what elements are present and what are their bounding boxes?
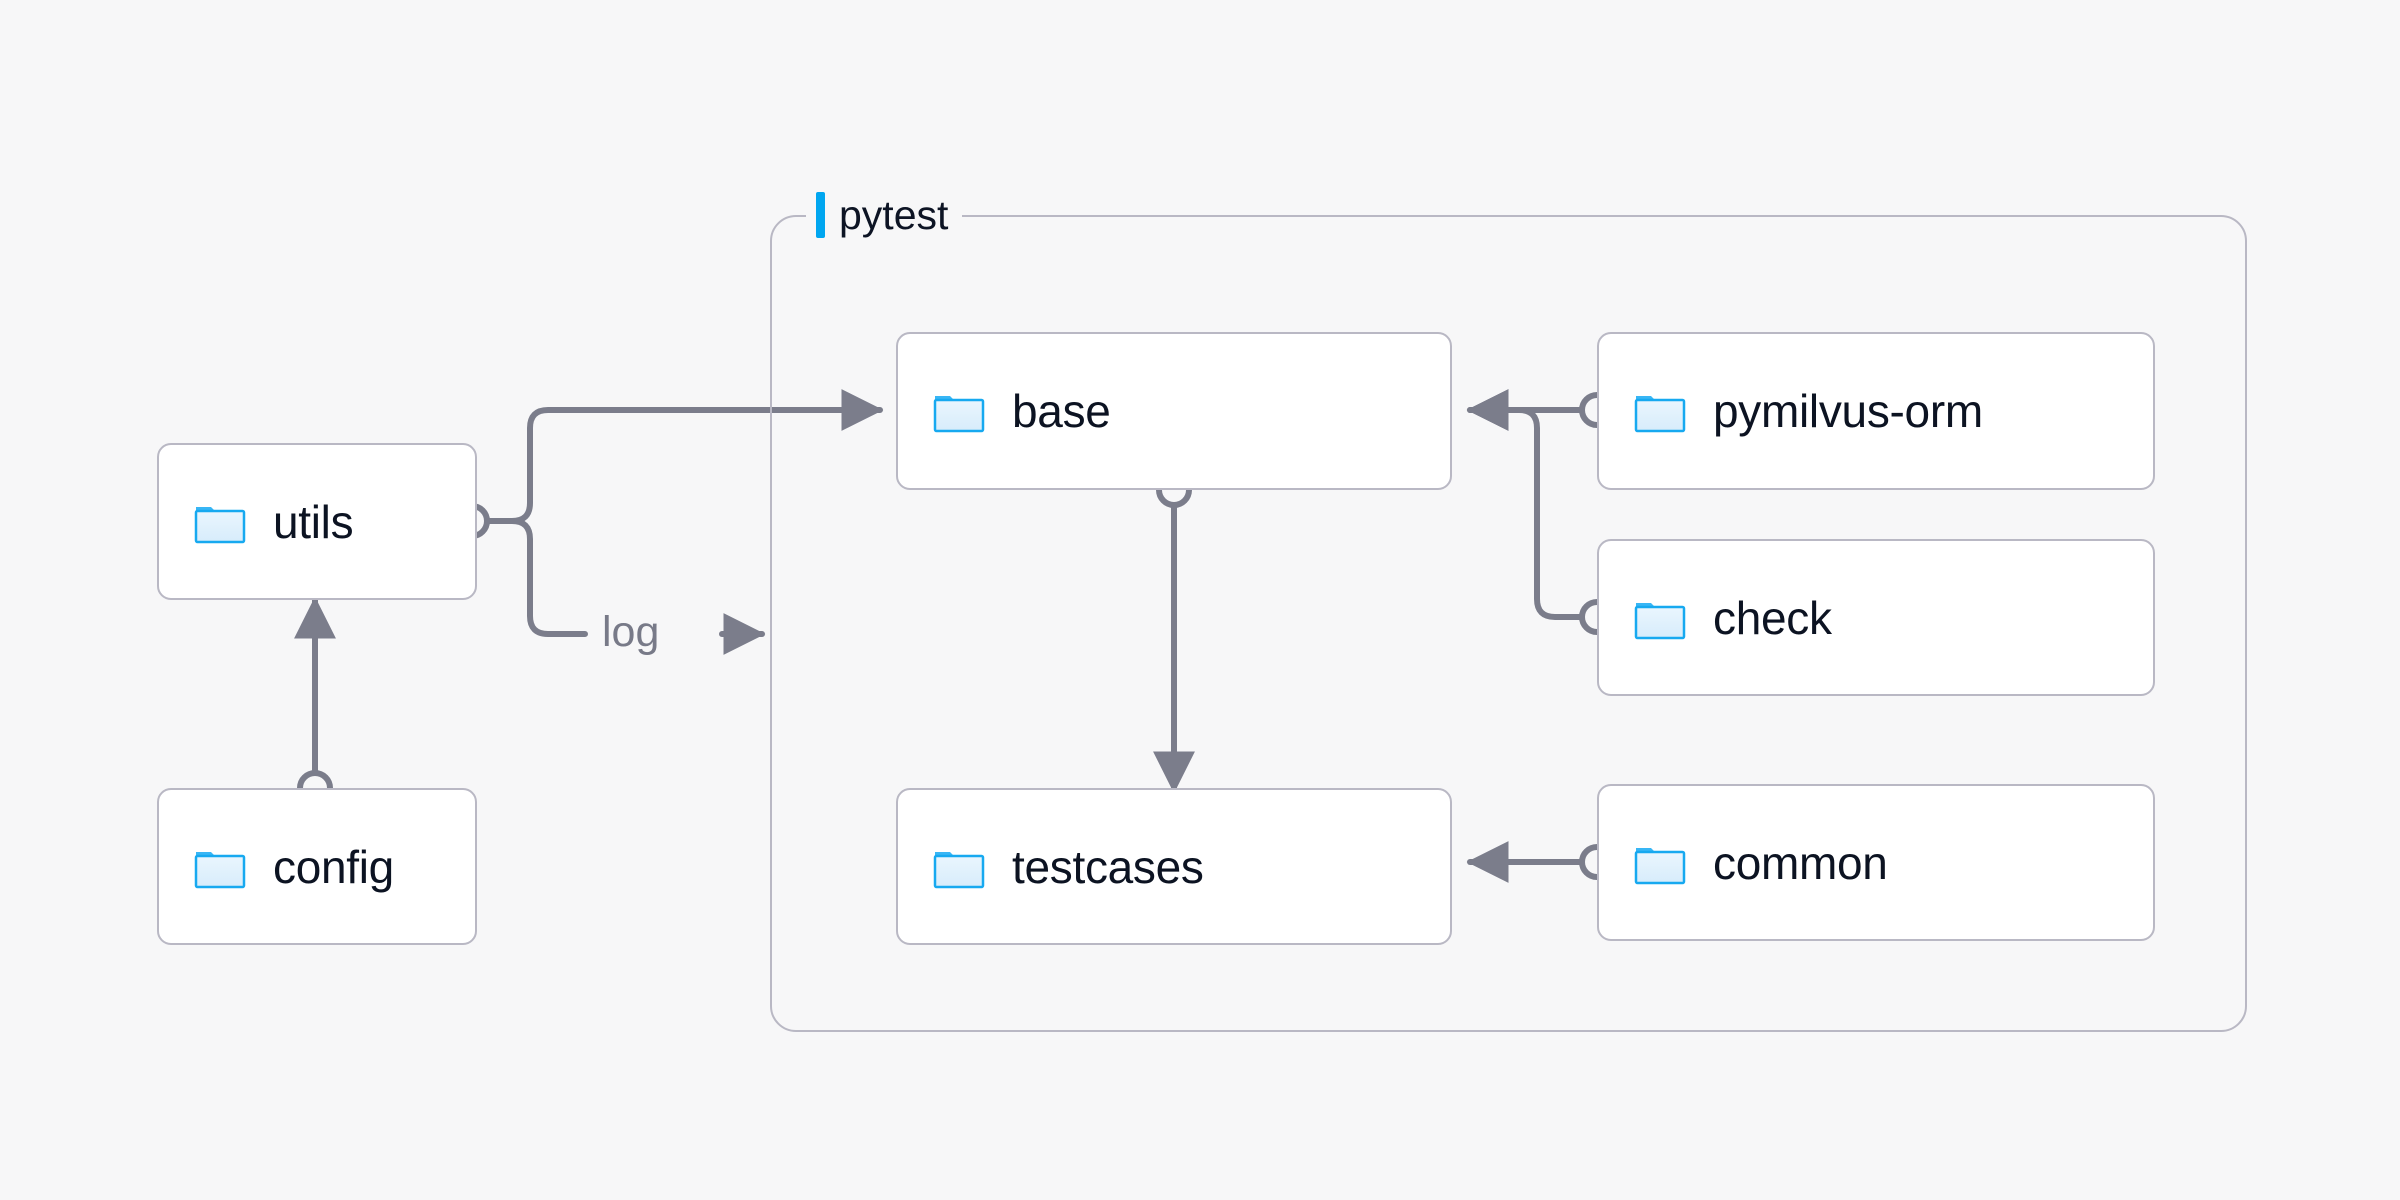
node-config-label: config (273, 840, 394, 893)
node-pymilvus-orm[interactable]: pymilvus-orm (1597, 332, 2155, 490)
node-config[interactable]: config (157, 788, 477, 945)
folder-icon (933, 851, 985, 888)
node-check[interactable]: check (1597, 539, 2155, 696)
node-common-label: common (1713, 836, 1888, 889)
group-pytest-label: pytest (806, 186, 963, 244)
folder-icon (1634, 847, 1686, 884)
group-accent-bar (816, 192, 825, 238)
node-check-label: check (1713, 591, 1832, 644)
folder-icon (194, 851, 246, 888)
node-base-label: base (1012, 385, 1111, 437)
group-pytest[interactable] (770, 215, 2247, 1032)
node-testcases-label: testcases (1012, 840, 1204, 893)
folder-icon (1634, 396, 1686, 433)
node-utils-label: utils (273, 495, 354, 548)
group-label-text: pytest (839, 191, 949, 238)
edge-utils-to-log (509, 518, 588, 637)
folder-icon (933, 396, 985, 433)
edge-label-log: log (602, 608, 660, 656)
folder-icon (194, 506, 246, 543)
node-common[interactable]: common (1597, 784, 2155, 941)
node-utils[interactable]: utils (157, 443, 477, 600)
node-pymilvus-orm-label: pymilvus-orm (1713, 385, 1983, 437)
node-testcases[interactable]: testcases (896, 788, 1452, 945)
node-base[interactable]: base (896, 332, 1452, 490)
folder-icon (1634, 602, 1686, 639)
